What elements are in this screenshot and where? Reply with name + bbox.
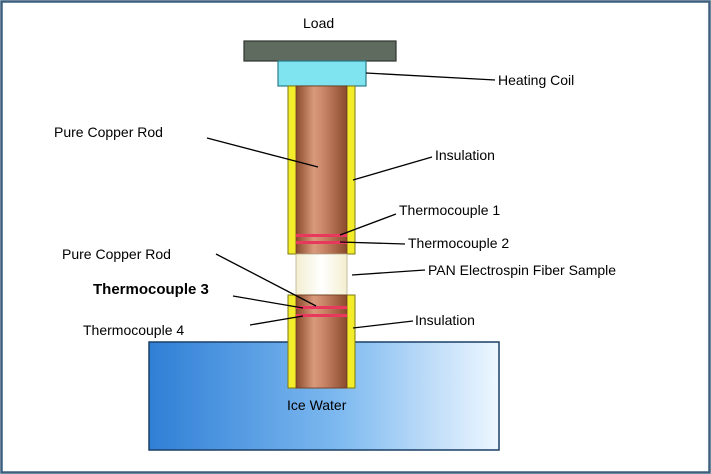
leader-thermocouple-4 (249, 315, 304, 326)
label-thermocouple-3: Thermocouple 3 (93, 281, 209, 298)
label-heating-coil: Heating Coil (498, 72, 574, 88)
label-insulation-bottom: Insulation (415, 312, 475, 328)
leader-copper-rod-bottom (215, 253, 317, 307)
label-copper-rod-bottom: Pure Copper Rod (62, 246, 171, 262)
label-pan-sample: PAN Electrospin Fiber Sample (428, 262, 616, 278)
leader-insulation-bottom (352, 320, 414, 329)
thermocouple-1-junction (296, 234, 347, 237)
thermocouple-4-junction (296, 314, 347, 317)
label-ice-water: Ice Water (287, 397, 347, 413)
leader-thermocouple-2 (339, 241, 406, 245)
heating-coil (277, 60, 367, 87)
label-thermocouple-1: Thermocouple 1 (399, 202, 500, 218)
thermocouple-3-junction (296, 306, 347, 309)
leader-insulation-top (352, 156, 433, 181)
label-copper-rod-top: Pure Copper Rod (54, 124, 163, 140)
label-insulation-top: Insulation (435, 147, 495, 163)
load-block (243, 40, 397, 62)
pan-fiber-sample (295, 253, 348, 296)
thermocouple-2-junction (296, 241, 347, 244)
copper-rod-bottom (295, 294, 348, 389)
copper-rod-top (295, 85, 348, 255)
label-thermocouple-4: Thermocouple 4 (83, 322, 184, 338)
label-thermocouple-2: Thermocouple 2 (408, 235, 509, 251)
leader-thermocouple-3 (232, 295, 304, 309)
leader-pan-sample (351, 269, 426, 276)
leader-copper-rod-top (206, 137, 319, 168)
leader-thermocouple-1 (339, 213, 397, 236)
leader-heating-coil (365, 72, 496, 81)
label-load: Load (303, 15, 334, 31)
